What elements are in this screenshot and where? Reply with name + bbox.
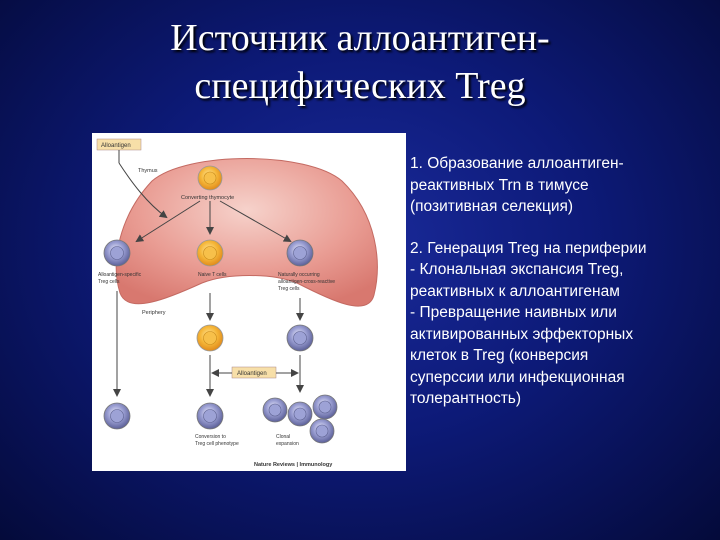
point-2: 2. Генерация Treg на периферии - Клональ… [410, 239, 647, 408]
mid-cell-label: Naive T cells [198, 272, 227, 278]
title-line-2: специфических Treg [194, 65, 526, 107]
slide-body-text: 1. Образование аллоантиген- реактивных T… [410, 153, 710, 430]
arrow-alloantigen-to-thymus [118, 162, 168, 219]
diagram-figure: Alloantigen Thymus Converting thymocyte … [92, 133, 406, 471]
right-cell-label: Naturally occurring alloantigen-cross-re… [278, 272, 336, 292]
title-line-1: Источник аллоантиген- [170, 17, 550, 59]
thymus-shape [115, 158, 378, 307]
diagram-svg: Alloantigen Thymus Converting thymocyte … [96, 138, 378, 468]
clonal-expansion-cluster [262, 394, 338, 444]
periphery-label: Periphery [142, 310, 166, 316]
figure-credit: Nature Reviews | Immunology [254, 462, 333, 468]
left-cell-label: Alloantigen-specific Treg cells [98, 272, 142, 285]
thymus-label: Thymus [138, 168, 158, 174]
clonal-label: Clonal expansion [276, 434, 299, 447]
conversion-label: Conversion to Treg cell phenotype [195, 434, 239, 447]
converting-thymocyte-label: Converting thymocyte [181, 195, 234, 201]
point-1: 1. Образование аллоантиген- реактивных T… [410, 155, 624, 215]
alloantigen-mid-label: Alloantigen [237, 371, 267, 377]
alloantigen-top-label: Alloantigen [101, 143, 131, 149]
slide-title: Источник аллоантиген- специфических Treg [0, 14, 720, 110]
